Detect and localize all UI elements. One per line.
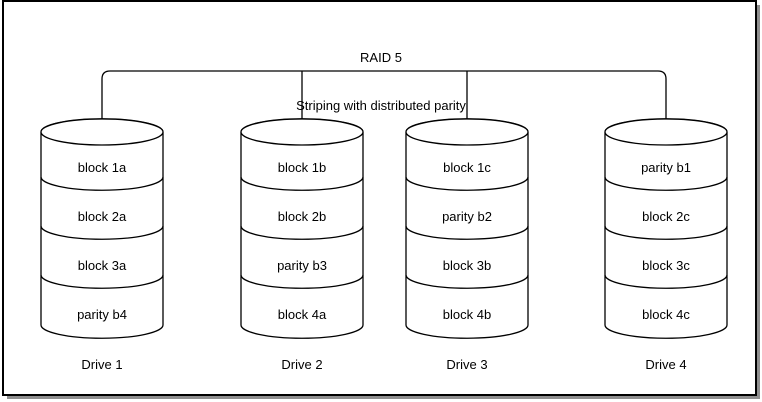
block-label: block 3c: [642, 258, 690, 273]
drive-name-label: Drive 1: [81, 357, 123, 372]
block-label: block 2b: [277, 209, 327, 224]
drive-2: block 1b block 2b parity b3 block 4a Dri…: [240, 118, 364, 378]
drive-name-label: Drive 2: [281, 357, 323, 372]
block-label: block 4c: [642, 307, 690, 322]
diagram-subtitle: Striping with distributed parity: [296, 98, 466, 113]
block-label: block 2a: [77, 209, 127, 224]
block-label: parity b2: [442, 209, 492, 224]
drive-cylinder-icon: [40, 118, 164, 339]
block-label: block 3a: [77, 258, 127, 273]
block-label: block 4a: [277, 307, 327, 322]
drive-1: block 1a block 2a block 3a parity b4 Dri…: [40, 118, 164, 378]
drive-3: block 1c parity b2 block 3b block 4b Dri…: [405, 118, 529, 378]
block-label: block 4b: [442, 307, 492, 322]
block-label: block 2c: [642, 209, 690, 224]
drive-cylinder-icon: [240, 118, 364, 339]
title-block: RAID 5 Striping with distributed parity: [0, 18, 762, 146]
drive-name-label: Drive 4: [645, 357, 687, 372]
drive-cylinder-icon: [604, 118, 728, 339]
block-label: parity b4: [77, 307, 127, 322]
block-label: parity b1: [641, 160, 691, 175]
bus-line: [101, 70, 667, 119]
block-label: block 1c: [443, 160, 491, 175]
block-label: block 1b: [277, 160, 327, 175]
block-label: block 1a: [77, 160, 127, 175]
diagram-title: RAID 5: [360, 50, 402, 65]
drive-cylinder-icon: [405, 118, 529, 339]
block-label: parity b3: [277, 258, 327, 273]
drive-4: parity b1 block 2c block 3c block 4c Dri…: [604, 118, 728, 378]
drive-name-label: Drive 3: [446, 357, 488, 372]
block-label: block 3b: [442, 258, 492, 273]
